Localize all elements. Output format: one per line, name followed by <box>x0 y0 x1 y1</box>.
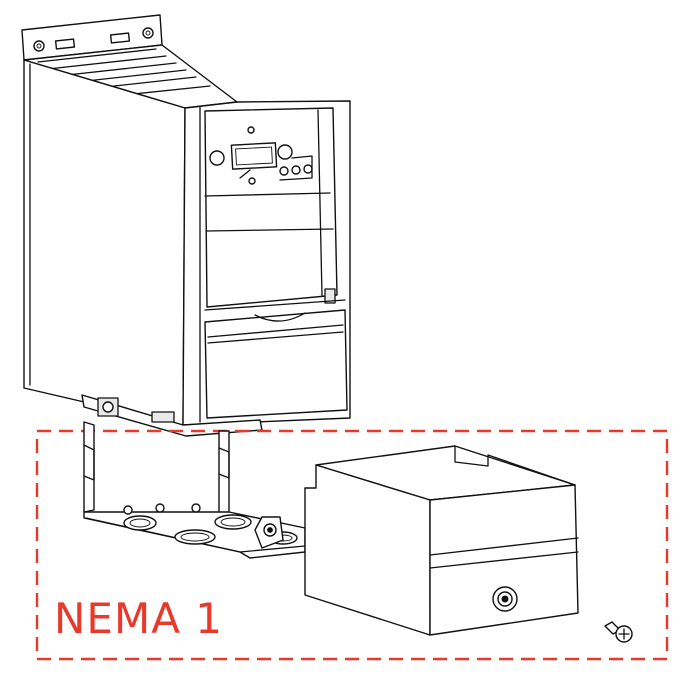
mounting-bracket <box>83 421 306 559</box>
nema-cover <box>304 445 579 636</box>
screw-icon <box>604 621 633 643</box>
keypad-button <box>277 144 293 160</box>
kit-boundary <box>35 429 669 661</box>
cover-latch <box>324 288 336 304</box>
mounting-hole-icon <box>142 27 154 39</box>
keypad-button <box>209 150 225 166</box>
led-indicator-icon <box>303 164 313 174</box>
led-indicator-icon <box>291 165 301 175</box>
terminal-cover <box>204 309 348 419</box>
keypad <box>209 126 313 185</box>
lcd-display <box>230 142 278 170</box>
kit-label: NEMA 1 <box>54 594 223 643</box>
mounting-slot <box>54 38 76 50</box>
led-indicator-icon <box>279 166 289 176</box>
led-indicator-icon <box>247 126 255 134</box>
mounting-slot <box>109 32 131 44</box>
led-indicator-icon <box>248 177 256 185</box>
drive-unit <box>21 14 351 426</box>
left-side-face <box>23 59 186 426</box>
bottom-connector <box>151 411 175 423</box>
bracket-left-upright <box>83 421 95 513</box>
screw-icon <box>102 401 114 413</box>
mounting-hole-icon <box>33 40 45 52</box>
display-window <box>204 107 338 308</box>
